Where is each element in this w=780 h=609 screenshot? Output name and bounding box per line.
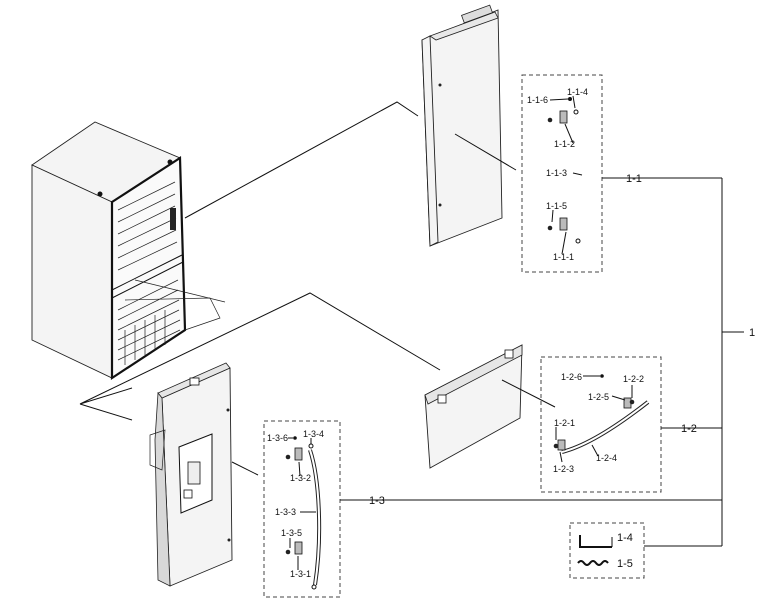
label-1-1: 1-1 [626, 173, 642, 185]
left-door-handle-kit-box [263, 420, 341, 598]
right-door-panel [421, 4, 503, 247]
freezer-handle-kit-box [540, 356, 662, 493]
label-1-4: 1-4 [617, 532, 633, 544]
refrigerator-cabinet [31, 121, 226, 381]
label-1-1-6: 1-1-6 [527, 95, 548, 105]
freezer-drawer-panel [424, 344, 523, 469]
leader-lines [79, 95, 744, 570]
label-1-3-3: 1-3-3 [275, 507, 296, 517]
right-door-handle-parts [547, 97, 587, 244]
label-1-1-2: 1-1-2 [554, 139, 575, 149]
label-1-5: 1-5 [617, 558, 633, 570]
left-door-handle-parts [285, 436, 322, 590]
label-1-2-3: 1-2-3 [553, 464, 574, 474]
callout-labels: 1 1-1 1-2 1-3 1-4 1-5 1-1-6 1-1-4 1-1-2 … [267, 87, 755, 579]
label-1-3-6: 1-3-6 [267, 433, 288, 443]
misc-parts-box [569, 522, 645, 579]
label-1-3-4: 1-3-4 [303, 429, 324, 439]
label-1-1-3: 1-1-3 [546, 168, 567, 178]
label-1-3: 1-3 [369, 495, 385, 507]
label-1: 1 [749, 327, 755, 339]
label-1-2: 1-2 [681, 423, 697, 435]
label-1-3-2: 1-3-2 [290, 473, 311, 483]
freezer-handle-parts [553, 374, 650, 454]
label-1-1-5: 1-1-5 [546, 201, 567, 211]
left-door-panel [149, 362, 233, 587]
label-1-2-2: 1-2-2 [623, 374, 644, 384]
label-1-1-4: 1-1-4 [567, 87, 588, 97]
hex-wrench-part [579, 535, 612, 548]
right-door-handle-kit-box [521, 74, 603, 273]
label-1-3-5: 1-3-5 [281, 528, 302, 538]
label-1-3-1: 1-3-1 [290, 569, 311, 579]
screws-part [577, 560, 609, 566]
label-1-2-5: 1-2-5 [588, 392, 609, 402]
label-1-1-1: 1-1-1 [553, 252, 574, 262]
label-1-2-4: 1-2-4 [596, 453, 617, 463]
label-1-2-6: 1-2-6 [561, 372, 582, 382]
label-1-2-1: 1-2-1 [554, 418, 575, 428]
